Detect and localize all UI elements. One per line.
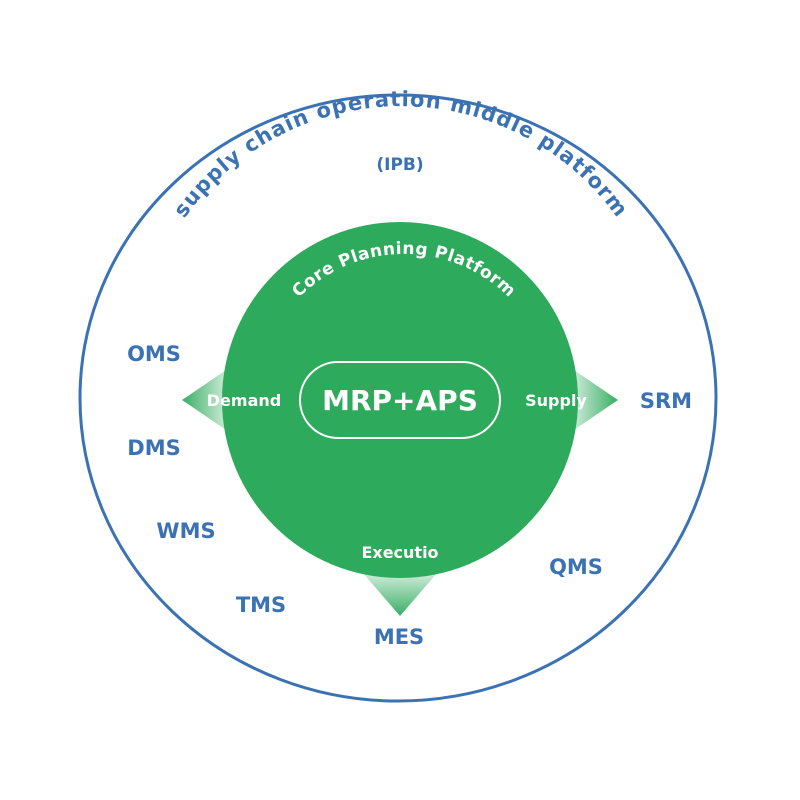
system-label-dms: DMS — [127, 436, 180, 460]
core-planning-circle — [222, 222, 578, 578]
system-label-wms: WMS — [156, 519, 215, 543]
system-label-mes: MES — [374, 625, 424, 649]
outer-subtitle: (IPB) — [376, 155, 423, 175]
system-label-tms: TMS — [236, 593, 286, 617]
outer-ring — [78, 93, 718, 703]
mrp-aps-pill — [299, 361, 501, 439]
execution-label: Executio — [361, 543, 438, 562]
supply-arrow-icon — [568, 366, 618, 434]
system-label-qms: QMS — [549, 555, 603, 579]
execution-arrow-icon — [362, 572, 438, 616]
demand-arrow-icon — [182, 366, 232, 434]
system-label-oms: OMS — [127, 342, 181, 366]
supply-label: Supply — [525, 391, 587, 410]
system-label-srm: SRM — [640, 389, 692, 413]
mrp-aps-label: MRP+APS — [322, 384, 478, 417]
demand-label: Demand — [207, 391, 281, 410]
